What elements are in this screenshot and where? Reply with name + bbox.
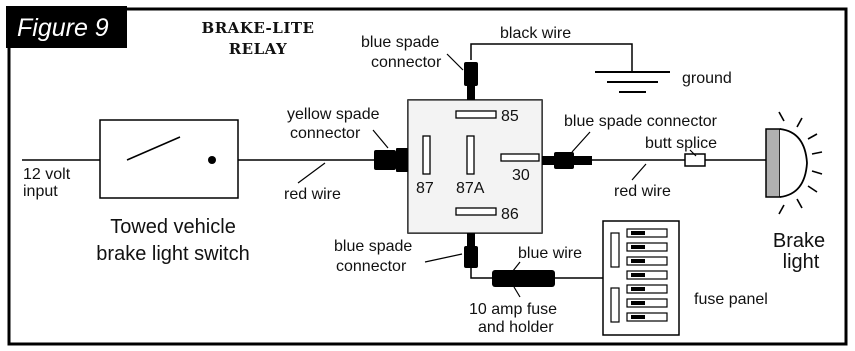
- switch-contact-arm: [126, 136, 181, 161]
- title-line-1: BRAKE-LITE: [202, 19, 315, 37]
- leader-top-connector: [446, 53, 464, 71]
- label-blue-spade-bottom-2: connector: [336, 258, 407, 275]
- label-blue-spade-top-1: blue spade: [361, 34, 439, 51]
- leader-butt-splice: [689, 149, 697, 157]
- fuse-panel: [602, 220, 680, 336]
- pin-87a-blade: [466, 135, 475, 175]
- pin-87a-label: 87A: [456, 180, 485, 197]
- label-fuse-panel: fuse panel: [694, 291, 768, 308]
- label-brake-light-1: Brake: [773, 230, 825, 252]
- title-line-2: RELAY: [229, 40, 288, 58]
- label-yellow-spade-2: connector: [290, 125, 361, 142]
- label-switch-2: brake light switch: [96, 243, 249, 265]
- right-connector-tail: [574, 156, 592, 165]
- pin-85-label: 85: [501, 108, 519, 125]
- top-connector: [464, 62, 478, 86]
- blue-wire: [470, 268, 492, 279]
- yellow-connector-tip: [396, 148, 408, 172]
- leader-fuse: [513, 286, 521, 298]
- label-input-1: 12 volt: [23, 166, 71, 183]
- label-switch-1: Towed vehicle: [110, 216, 236, 238]
- pin-87-label: 87: [416, 180, 434, 197]
- bottom-connector: [464, 246, 478, 268]
- leader-right-connector: [571, 131, 591, 153]
- label-ground: ground: [682, 70, 732, 87]
- label-black-wire: black wire: [500, 25, 571, 42]
- bottom-connector-neck: [467, 233, 475, 247]
- leader-red-wire-left: [297, 162, 326, 184]
- label-butt-splice: butt splice: [645, 135, 717, 152]
- label-blue-spade-top-2: connector: [371, 54, 442, 71]
- leader-yellow-connector: [372, 129, 389, 149]
- label-yellow-spade-1: yellow spade: [287, 106, 380, 123]
- pin-30-label: 30: [512, 167, 530, 184]
- top-connector-neck: [467, 86, 475, 100]
- label-red-wire-left: red wire: [284, 186, 341, 203]
- pin-85-blade: [455, 110, 497, 119]
- label-blue-wire: blue wire: [518, 245, 582, 262]
- leader-blue-wire: [508, 261, 521, 277]
- yellow-connector: [374, 150, 396, 170]
- pin-30-blade: [500, 153, 540, 162]
- pin-87-blade: [422, 135, 431, 175]
- label-input-2: input: [23, 183, 58, 200]
- switch-contact-point: [208, 156, 216, 164]
- switch-box: [99, 119, 239, 199]
- right-connector: [554, 152, 574, 169]
- diagram-frame: [7, 7, 848, 346]
- label-blue-spade-bottom-1: blue spade: [334, 238, 412, 255]
- leader-red-wire-right: [631, 163, 647, 181]
- label-red-wire-right: red wire: [614, 183, 671, 200]
- figure-badge: [6, 6, 127, 48]
- label-blue-spade-right: blue spade connector: [564, 113, 718, 130]
- figure-label: Figure 9: [17, 14, 109, 42]
- label-fuse-2: and holder: [478, 319, 554, 336]
- leader-bottom-connector: [424, 253, 463, 263]
- fuse-holder: [492, 270, 555, 287]
- butt-splice: [684, 153, 706, 167]
- right-connector-neck: [542, 156, 554, 165]
- black-wire: [470, 43, 633, 72]
- brake-light: [765, 111, 823, 215]
- label-fuse-1: 10 amp fuse: [469, 301, 557, 318]
- pin-86-blade: [455, 207, 497, 216]
- label-brake-light-2: light: [783, 251, 820, 273]
- pin-86-label: 86: [501, 206, 519, 223]
